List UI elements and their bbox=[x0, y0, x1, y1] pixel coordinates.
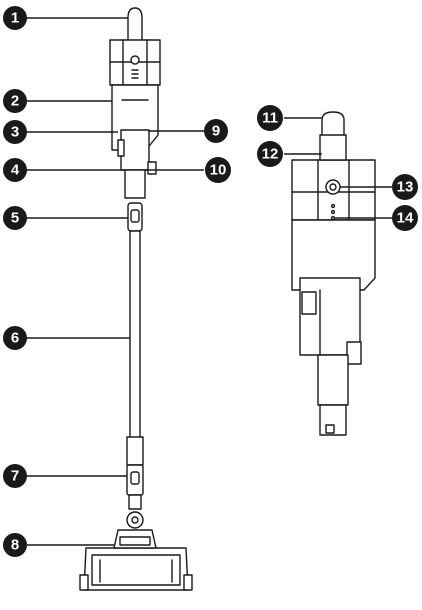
callout-10: 10 bbox=[205, 157, 231, 183]
callout-3-label: 3 bbox=[11, 124, 19, 141]
callout-2: 2 bbox=[3, 89, 27, 113]
callout-8-label: 8 bbox=[11, 537, 19, 554]
callout-2-label: 2 bbox=[11, 93, 19, 110]
callout-8: 8 bbox=[3, 533, 27, 557]
callout-5-label: 5 bbox=[11, 210, 19, 227]
stick-vacuum-illustration bbox=[79, 7, 193, 591]
callout-10-label: 10 bbox=[210, 162, 227, 179]
extension-tube bbox=[129, 230, 141, 442]
callout-badges: 1 2 3 4 5 6 7 8 bbox=[3, 6, 418, 557]
callout-9-label: 9 bbox=[212, 123, 220, 140]
callout-3: 3 bbox=[3, 120, 27, 144]
callout-11-label: 11 bbox=[262, 110, 278, 127]
callout-13-label: 13 bbox=[397, 179, 414, 196]
callout-13: 13 bbox=[392, 174, 418, 200]
callout-7: 7 bbox=[3, 464, 27, 488]
handheld-handle bbox=[321, 111, 345, 136]
callout-7-label: 7 bbox=[11, 468, 19, 485]
callout-12-label: 12 bbox=[262, 146, 279, 163]
callout-12: 12 bbox=[257, 141, 283, 167]
callout-6: 6 bbox=[3, 326, 27, 350]
callout-4: 4 bbox=[3, 158, 27, 182]
handle bbox=[127, 7, 143, 41]
callout-lines bbox=[26, 17, 392, 546]
handheld-vacuum-illustration bbox=[291, 111, 376, 436]
power-button bbox=[130, 55, 140, 65]
battery-indicator-led bbox=[330, 203, 336, 209]
battery-pack bbox=[120, 129, 150, 171]
callout-11: 11 bbox=[257, 105, 283, 131]
callout-14: 14 bbox=[392, 205, 418, 231]
callout-14-label: 14 bbox=[397, 210, 414, 227]
callout-4-label: 4 bbox=[11, 162, 20, 179]
callout-9: 9 bbox=[204, 119, 228, 143]
callout-6-label: 6 bbox=[11, 330, 19, 347]
callout-5: 5 bbox=[3, 206, 27, 230]
callout-1-label: 1 bbox=[11, 10, 19, 27]
callout-1: 1 bbox=[3, 6, 27, 30]
